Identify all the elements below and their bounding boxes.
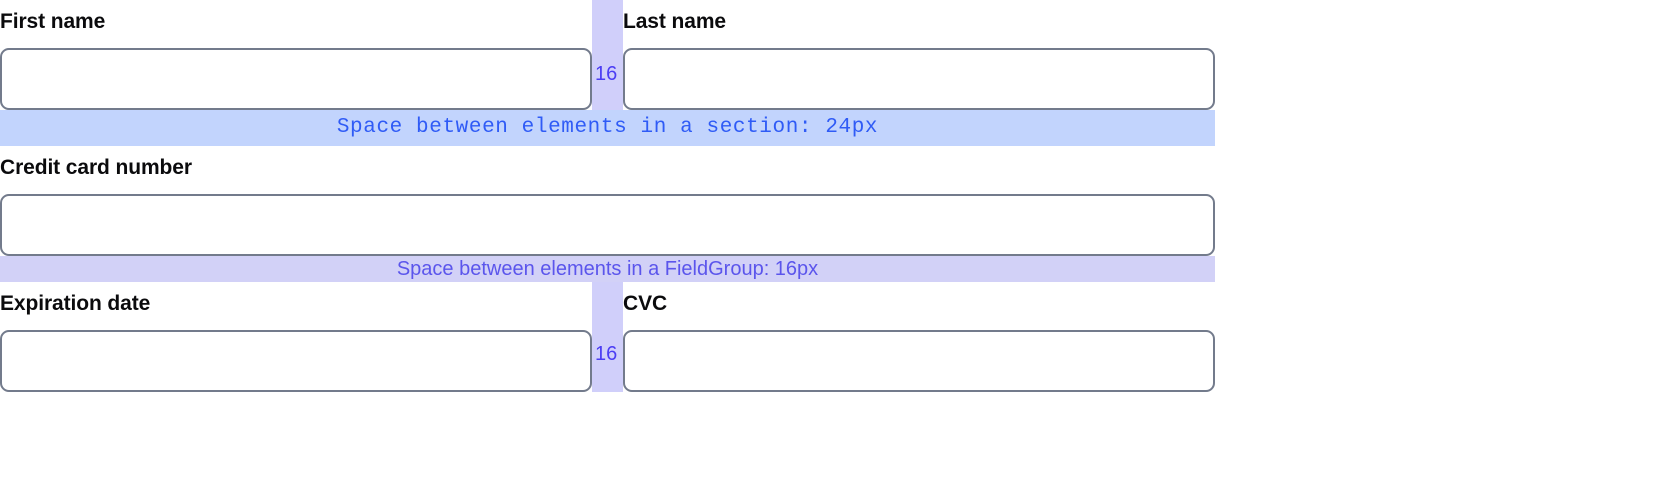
field-expiration-date: Expiration date	[0, 282, 592, 392]
input-cvc[interactable]	[623, 330, 1215, 392]
annotation-bar-fieldgroup-spacing: Space between elements in a FieldGroup: …	[0, 256, 1215, 282]
field-row-expiry-cvc: Expiration date 16 CVC	[0, 282, 1215, 392]
gap-size-label-expiry-row: 16	[595, 343, 618, 365]
field-row-credit-card: Credit card number	[0, 146, 1215, 256]
input-credit-card-number[interactable]	[0, 194, 1215, 256]
field-row-name: First name 16 Last name	[0, 0, 1215, 110]
annotation-bar-section-spacing: Space between elements in a section: 24p…	[0, 110, 1215, 146]
form-column: First name 16 Last name Space between el…	[0, 0, 1215, 392]
field-credit-card-number: Credit card number	[0, 146, 1215, 256]
gap-strip-name-row: 16	[592, 0, 623, 110]
field-first-name: First name	[0, 0, 592, 110]
input-last-name[interactable]	[623, 48, 1215, 110]
input-first-name[interactable]	[0, 48, 592, 110]
label-expiration-date: Expiration date	[0, 292, 151, 315]
label-cvc: CVC	[623, 292, 668, 315]
field-last-name: Last name	[623, 0, 1215, 110]
input-expiration-date[interactable]	[0, 330, 592, 392]
gap-size-label-name-row: 16	[595, 63, 618, 85]
field-cvc: CVC	[623, 282, 1215, 392]
gap-strip-expiry-row: 16	[592, 282, 623, 392]
label-first-name: First name	[0, 10, 106, 33]
label-credit-card-number: Credit card number	[0, 156, 192, 179]
label-last-name: Last name	[623, 10, 726, 33]
